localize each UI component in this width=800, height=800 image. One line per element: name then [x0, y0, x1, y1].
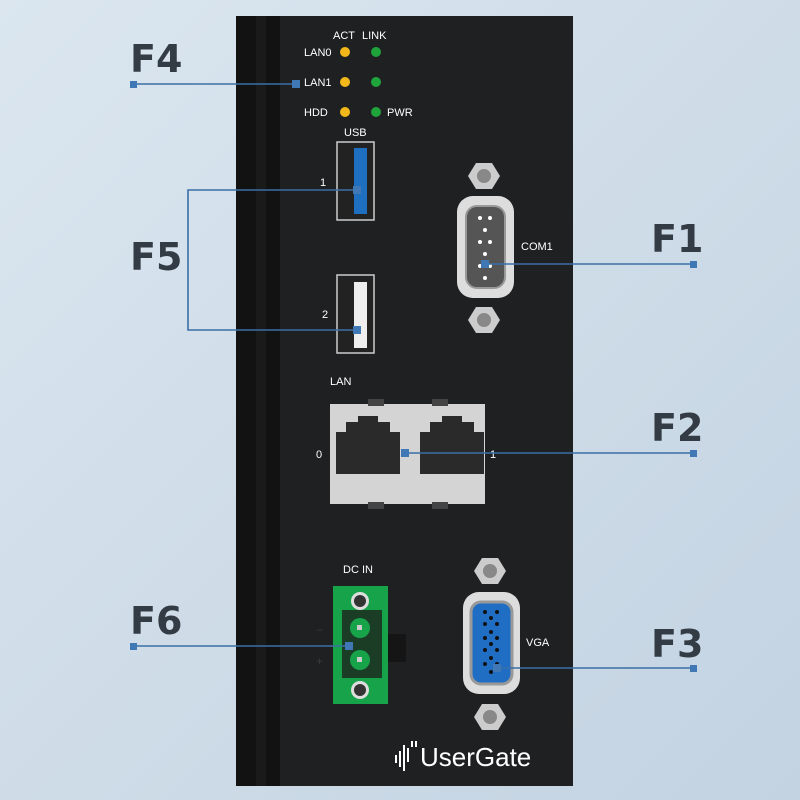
usergate-logo-text: UserGate [420, 742, 531, 772]
usb-port-2-label: 2 [322, 309, 328, 321]
led-lan1-act-icon [340, 77, 350, 87]
device-panel [236, 16, 573, 786]
led-hdd-icon [340, 107, 350, 117]
led-lan1-link-icon [371, 77, 381, 87]
dc-minus-label: − [316, 623, 323, 637]
dc-in-terminal: DC IN − + [316, 564, 406, 704]
lan-port-0-label: 0 [316, 449, 322, 461]
vga-label: VGA [526, 637, 550, 649]
callout-f5: F5 [130, 235, 182, 279]
callout-f1: F1 [651, 217, 703, 261]
usb-ports: USB 1 2 [320, 127, 375, 354]
usb-title: USB [344, 127, 367, 139]
callout-f4: F4 [130, 37, 182, 81]
dc-plus-label: + [316, 654, 323, 668]
callout-lines [130, 80, 697, 672]
led-header-act: ACT [333, 30, 355, 42]
callout-f6: F6 [130, 599, 182, 643]
lan-port-0 [336, 416, 400, 474]
lan-ports: LAN 0 1 [316, 376, 496, 509]
led-lan0-act-icon [340, 47, 350, 57]
usergate-logo: UserGate [395, 741, 531, 772]
led-label-hdd: HDD [304, 107, 328, 119]
usb-port-1-label: 1 [320, 177, 326, 189]
com1-label: COM1 [521, 241, 553, 253]
callout-f2: F2 [651, 406, 703, 450]
com1-port: COM1 [457, 163, 553, 333]
callout-f3: F3 [651, 622, 703, 666]
led-label-lan1: LAN1 [304, 77, 332, 89]
led-pwr-icon [371, 107, 381, 117]
led-lan0-link-icon [371, 47, 381, 57]
usergate-logo-icon [395, 741, 417, 771]
dc-in-title: DC IN [343, 564, 373, 576]
lan-title: LAN [330, 376, 351, 388]
led-label-lan0: LAN0 [304, 47, 332, 59]
led-panel: ACT LINK LAN0 LAN1 HDD PWR [304, 30, 413, 119]
led-header-link: LINK [362, 30, 387, 42]
lan-port-1 [420, 416, 484, 474]
lan-port-1-label: 1 [490, 449, 496, 461]
led-label-pwr: PWR [387, 107, 413, 119]
